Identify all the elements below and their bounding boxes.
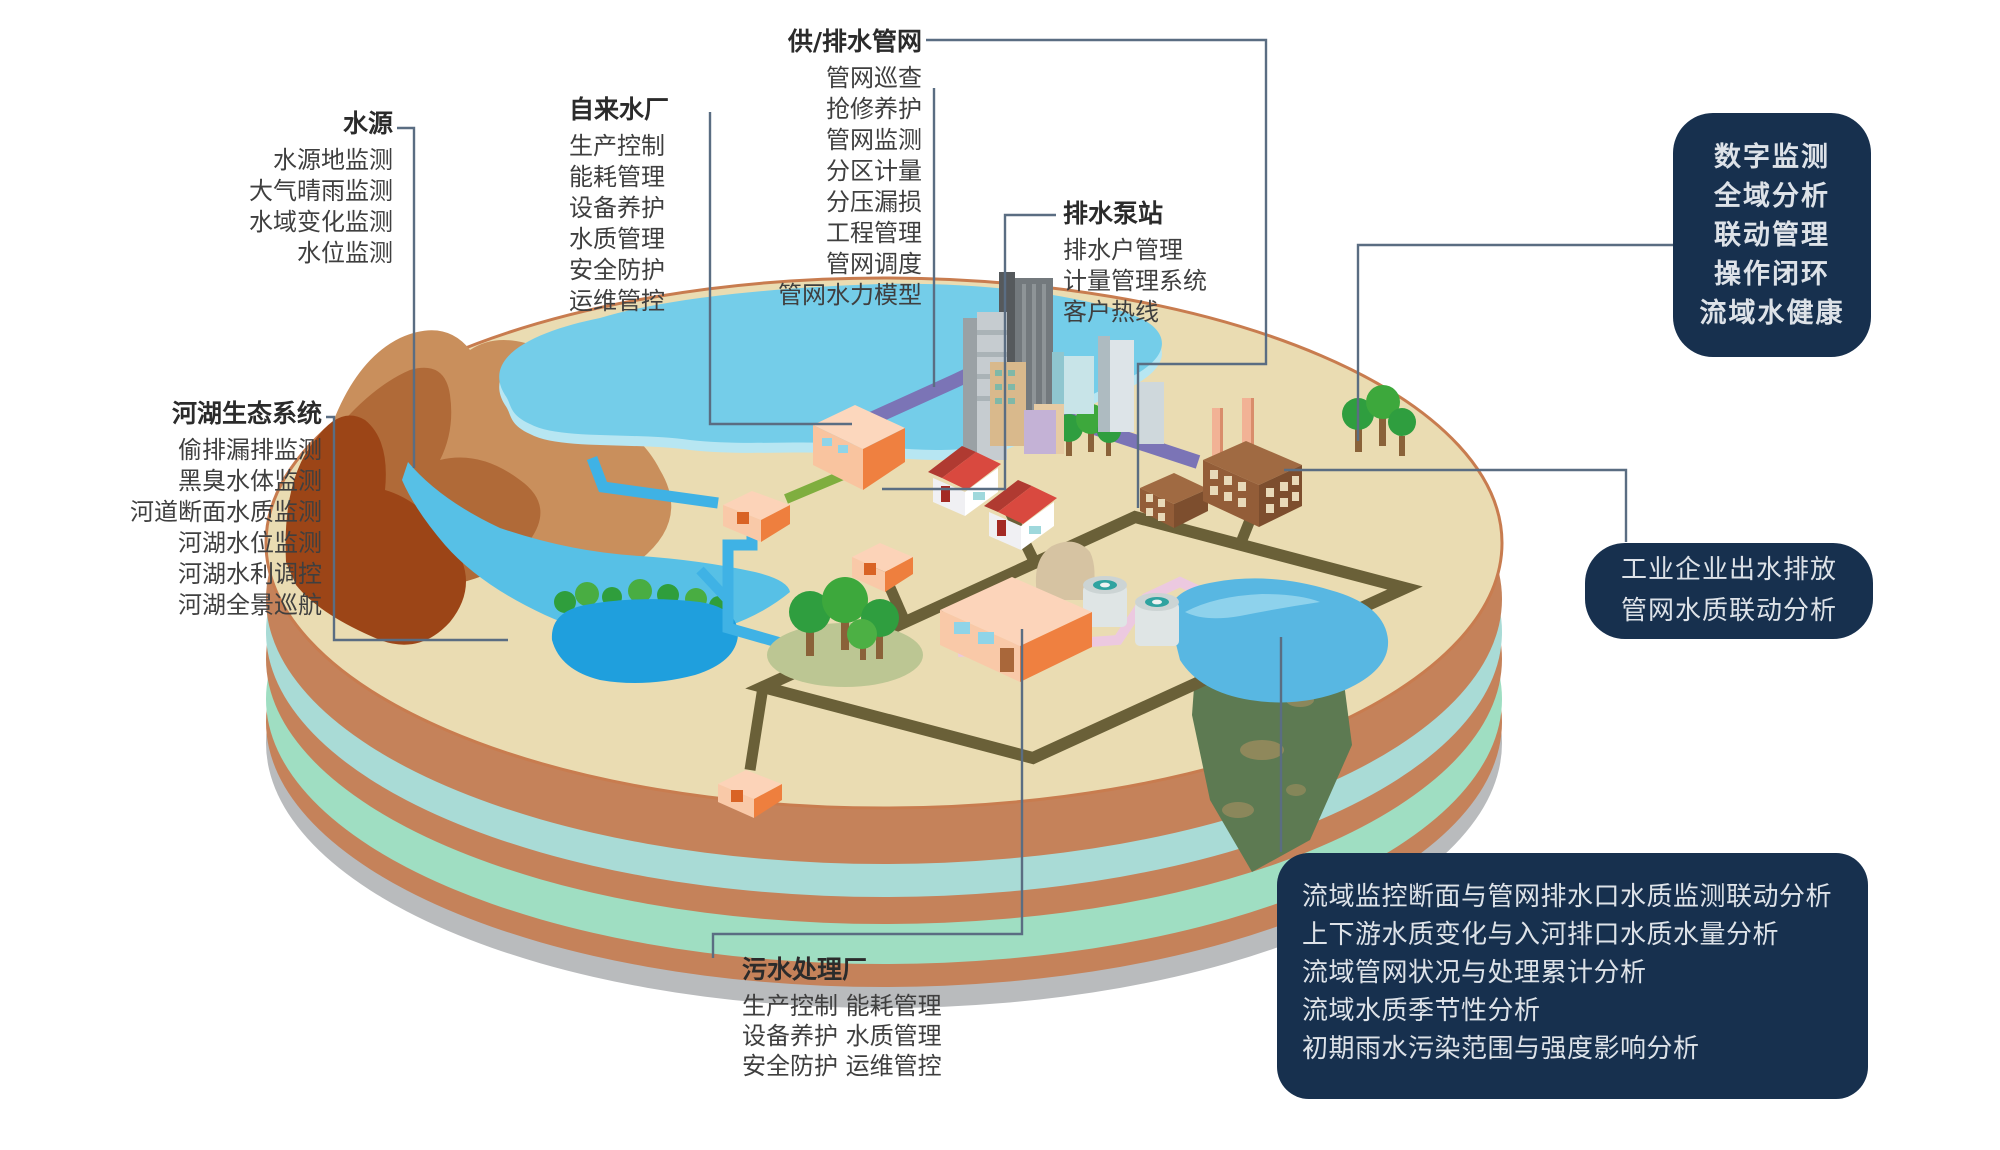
sewage-plant-building [940, 541, 1179, 682]
label-item: 管网监测 [826, 126, 922, 154]
water-plant-building [813, 405, 905, 490]
label-pipe-network: 供/排水管网 管网巡查 抢修养护 管网监测 分区计量 分压漏损 工程管理 管网调… [778, 28, 922, 311]
label-water-source: 水源 水源地监测 大气晴雨监测 水域变化监测 水位监测 [249, 110, 393, 269]
label-item: 分区计量 [826, 157, 922, 185]
label-item: 设备养护 水质管理 [742, 1022, 942, 1050]
connector-water-plant [708, 112, 852, 426]
factory-building [1140, 398, 1302, 528]
panel-analysis-item: 流域水质季节性分析 [1302, 996, 1541, 1026]
label-item: 河道断面水质监测 [130, 498, 322, 526]
label-water-source-title: 水源 [342, 109, 393, 138]
label-sewage-plant-title: 污水处理厂 [742, 955, 868, 984]
label-item: 河湖全景巡航 [178, 591, 322, 619]
label-water-plant: 自来水厂 生产控制 能耗管理 设备养护 水质管理 安全防护 运维管控 [569, 96, 669, 317]
label-item: 运维管控 [569, 287, 665, 315]
city-towers [963, 272, 1164, 460]
connector-industrial-panel [1284, 468, 1628, 542]
label-item: 大气晴雨监测 [249, 177, 393, 205]
connector-pipe-network-main [926, 38, 1268, 508]
connector-pump-station [882, 213, 1056, 491]
panel-industrial-item: 工业企业出水排放 [1620, 555, 1837, 585]
label-item: 管网水力模型 [778, 281, 922, 309]
panel-capabilities-item: 流域水健康 [1699, 297, 1845, 329]
panel-capabilities-item: 操作闭环 [1714, 258, 1830, 290]
label-pump-station: 排水泵站 排水户管理 计量管理系统 客户热线 [1063, 200, 1207, 328]
label-item: 偷排漏排监测 [178, 436, 322, 464]
panel-analysis-item: 初期雨水污染范围与强度影响分析 [1302, 1034, 1700, 1064]
label-item: 水质管理 [569, 225, 665, 253]
label-item: 安全防护 [569, 256, 665, 284]
label-item: 黑臭水体监测 [178, 467, 322, 495]
label-item: 管网调度 [826, 250, 922, 278]
panel-analysis-item: 上下游水质变化与入河排口水质水量分析 [1302, 920, 1780, 950]
panel-capabilities-item: 数字监测 [1714, 141, 1830, 173]
panel-industrial-item: 管网水质联动分析 [1620, 596, 1837, 626]
label-river-lake-ecosystem: 河湖生态系统 偷排漏排监测 黑臭水体监测 河道断面水质监测 河湖水位监测 河湖水… [130, 400, 322, 621]
label-water-plant-title: 自来水厂 [569, 95, 670, 124]
label-pipe-network-title: 供/排水管网 [787, 27, 922, 56]
connector-lines [326, 38, 1673, 958]
connector-capabilities-panel [1356, 243, 1673, 441]
label-item: 工程管理 [826, 219, 922, 247]
connector-sewage-plant [711, 629, 1024, 958]
label-item: 计量管理系统 [1063, 267, 1207, 295]
panel-analysis-item: 流域管网状况与处理累计分析 [1302, 958, 1647, 988]
label-river-lake-title: 河湖生态系统 [171, 399, 322, 428]
houses [928, 446, 1057, 550]
label-item: 水源地监测 [273, 146, 393, 174]
label-item: 设备养护 [569, 194, 665, 222]
label-item: 客户热线 [1063, 298, 1159, 326]
label-item: 排水户管理 [1063, 236, 1183, 264]
pump-houses [718, 491, 913, 818]
label-pump-station-title: 排水泵站 [1063, 199, 1164, 228]
label-item: 分压漏损 [826, 188, 922, 216]
panel-capabilities: 数字监测 全域分析 联动管理 操作闭环 流域水健康 [1673, 113, 1871, 357]
label-item: 能耗管理 [569, 163, 665, 191]
label-item: 安全防护 运维管控 [742, 1052, 942, 1080]
panel-capabilities-item: 全域分析 [1714, 180, 1830, 212]
label-sewage-plant: 污水处理厂 生产控制 能耗管理 设备养护 水质管理 安全防护 运维管控 [742, 956, 942, 1081]
connector-water-source [397, 126, 416, 468]
buildings [718, 272, 1302, 818]
label-item: 水域变化监测 [249, 208, 393, 236]
label-item: 抢修养护 [826, 95, 922, 123]
label-item: 河湖水利调控 [178, 560, 322, 588]
connector-river-lake [326, 415, 508, 642]
panel-analysis-item: 流域监控断面与管网排水口水质监测联动分析 [1302, 882, 1833, 912]
panel-industrial-discharge: 工业企业出水排放 管网水质联动分析 [1585, 543, 1873, 639]
pond [1169, 578, 1389, 703]
label-item: 生产控制 [569, 132, 665, 160]
panel-capabilities-item: 联动管理 [1714, 219, 1830, 251]
panel-basin-analysis: 流域监控断面与管网排水口水质监测联动分析 上下游水质变化与入河排口水质水量分析 … [1277, 853, 1868, 1099]
label-item: 水位监测 [297, 239, 393, 267]
label-item: 河湖水位监测 [178, 529, 322, 557]
label-item: 管网巡查 [826, 64, 922, 92]
label-item: 生产控制 能耗管理 [742, 992, 942, 1020]
